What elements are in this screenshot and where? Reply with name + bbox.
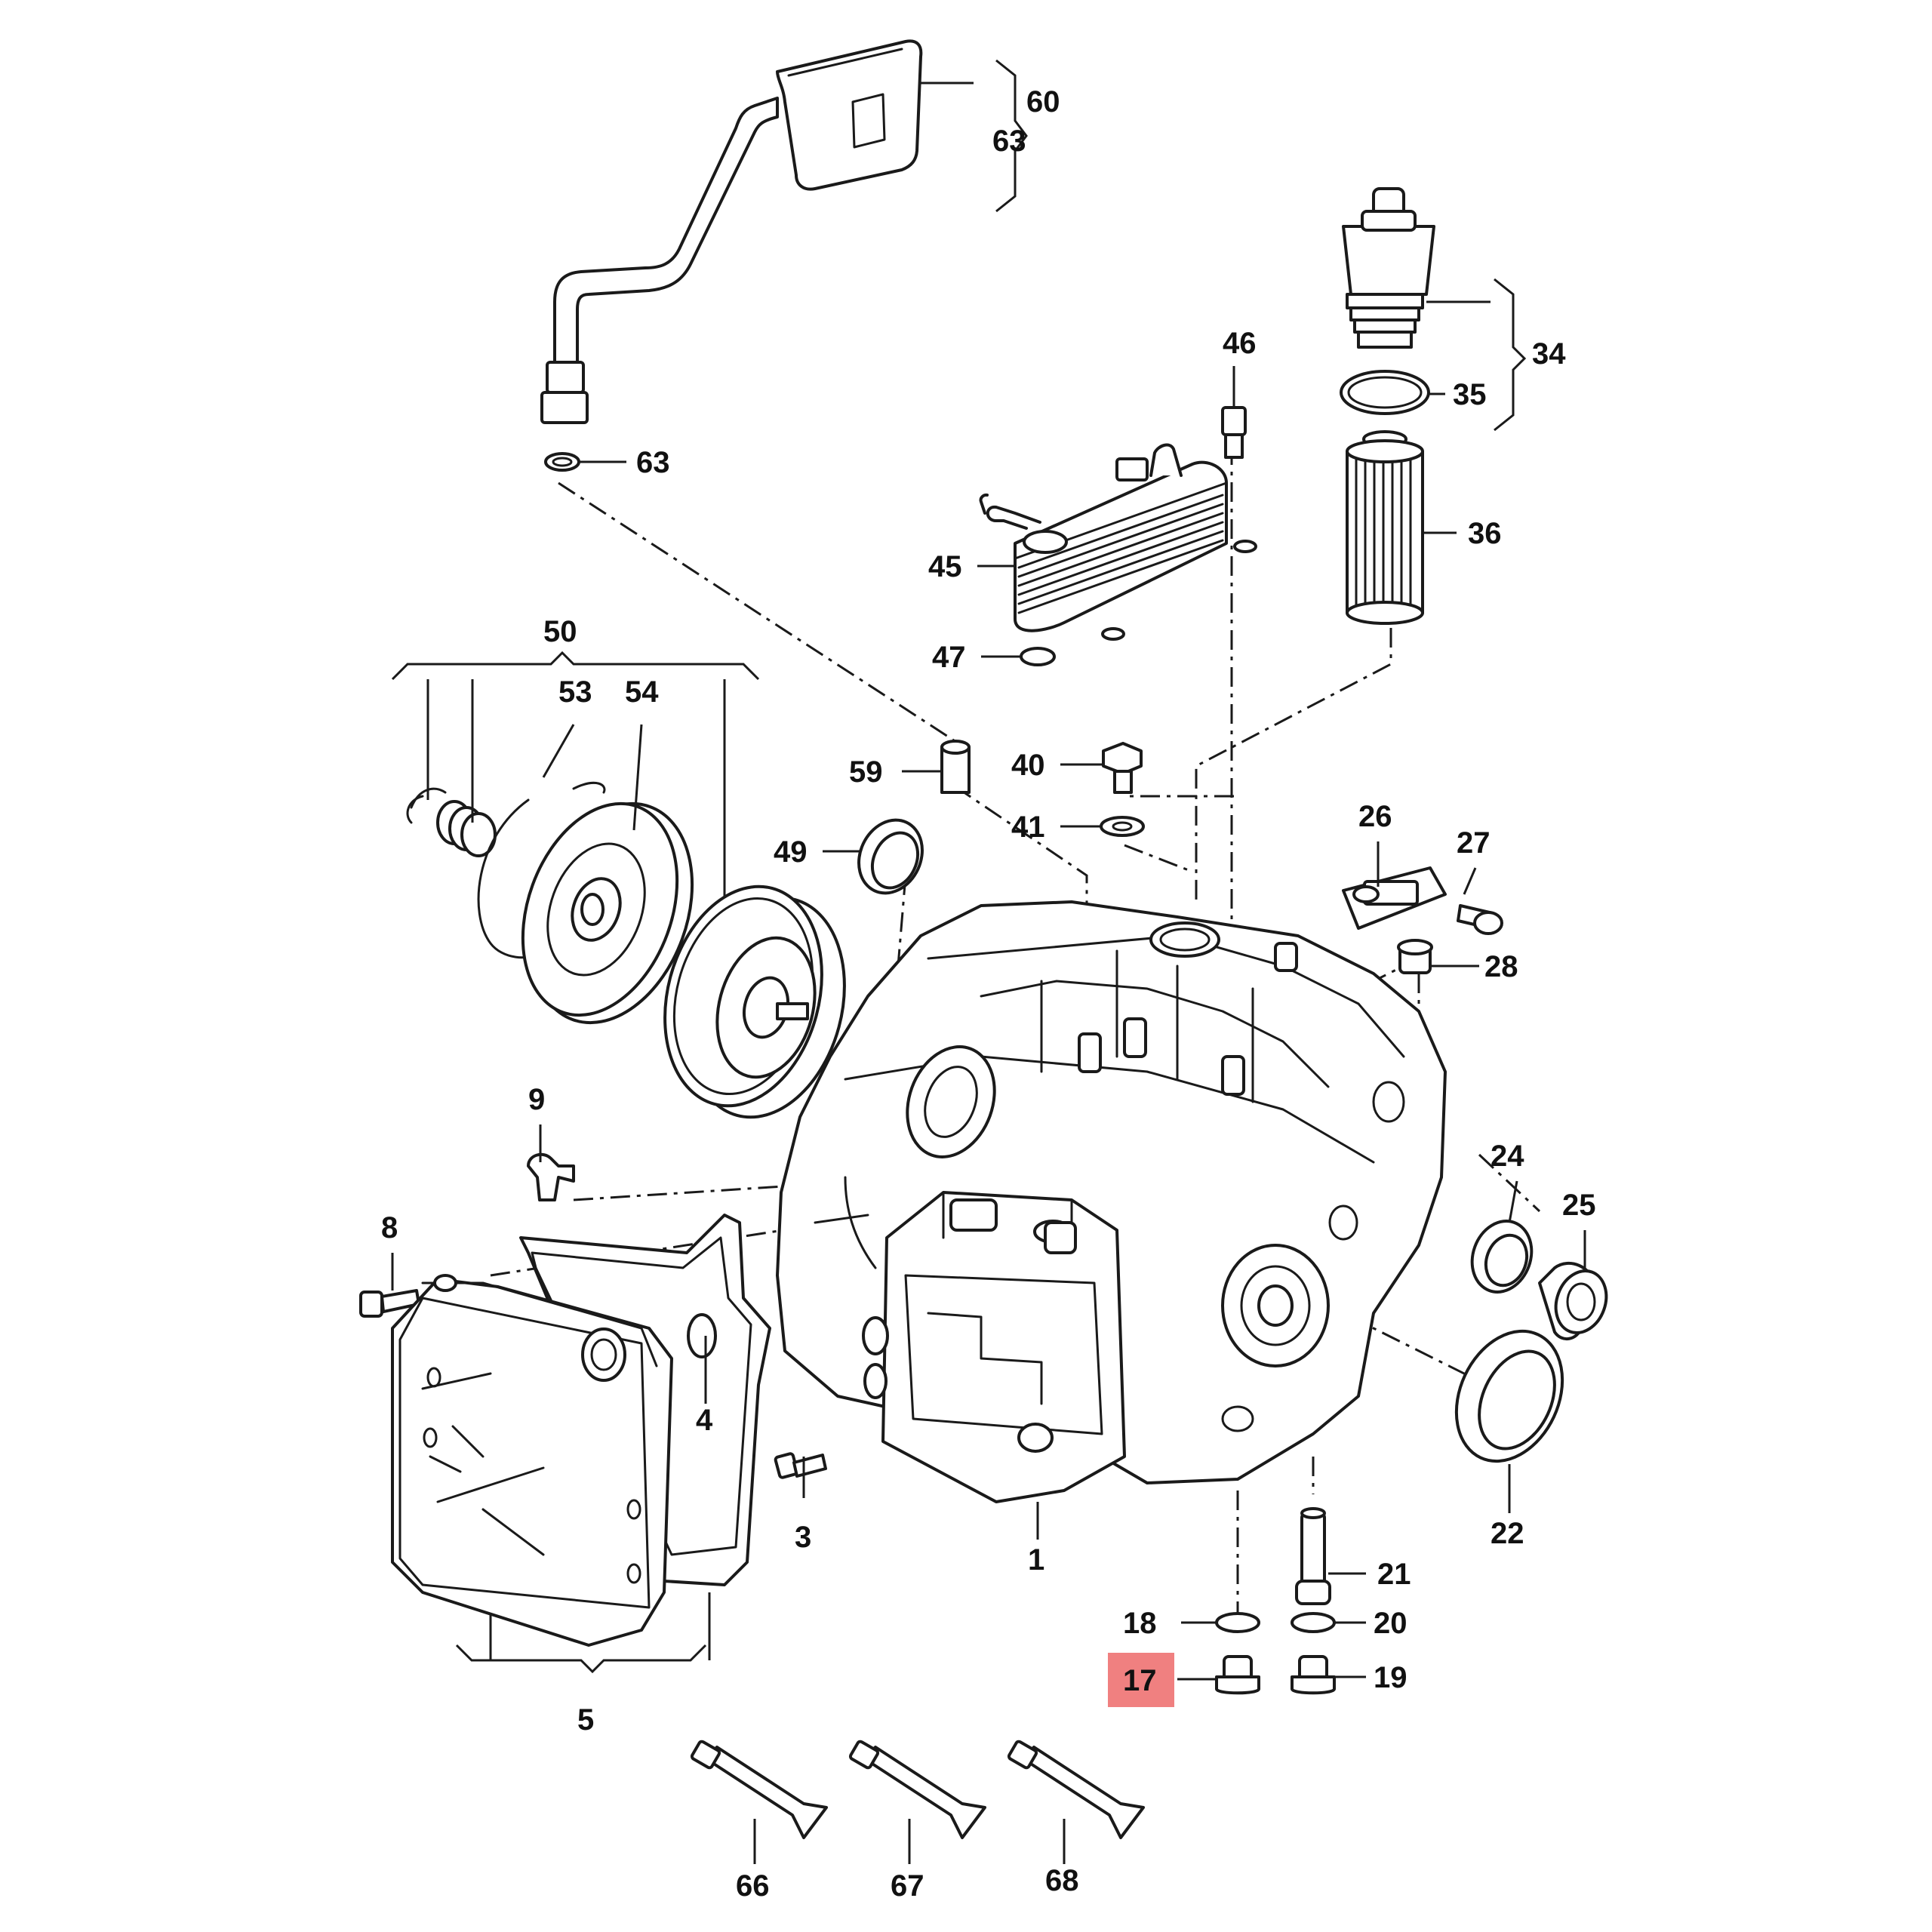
- callout-26: 26: [1358, 800, 1392, 833]
- washer-41: [1100, 816, 1145, 837]
- bolt-46: [1221, 406, 1247, 459]
- callout-labels: 63 60 63 46 34 35 36 45 47 50 53 54 59 4…: [381, 85, 1596, 1903]
- flange-25: [1538, 1262, 1608, 1340]
- callout-20: 20: [1374, 1607, 1407, 1640]
- sleeve-59: [940, 740, 971, 794]
- seal-49: [857, 818, 924, 895]
- callout-24: 24: [1491, 1140, 1524, 1173]
- bolt-8: [359, 1289, 420, 1318]
- oil-pan-assembly: [391, 1214, 771, 1647]
- seal-22: [1454, 1329, 1564, 1463]
- callout-67: 67: [891, 1869, 924, 1903]
- sensor-26: [1342, 866, 1447, 930]
- callout-5: 5: [577, 1703, 594, 1737]
- callout-50: 50: [543, 615, 577, 648]
- callout-63-seal: 63: [636, 446, 670, 479]
- bolt-40: [1102, 742, 1143, 794]
- clip-9: [527, 1152, 575, 1201]
- bolt-3: [774, 1452, 827, 1479]
- callout-46: 46: [1223, 327, 1257, 360]
- callout-66: 66: [736, 1869, 770, 1903]
- callout-27: 27: [1457, 826, 1491, 860]
- callout-4: 4: [696, 1404, 713, 1437]
- callout-3: 3: [795, 1521, 811, 1554]
- callout-40: 40: [1011, 749, 1045, 782]
- plug-28: [1397, 939, 1433, 974]
- callout-21: 21: [1377, 1558, 1411, 1591]
- callout-63-dipstick: 63: [992, 125, 1026, 158]
- plug-19: [1291, 1655, 1336, 1695]
- dipstick-assembly: [540, 39, 923, 472]
- callout-41: 41: [1011, 811, 1045, 844]
- callout-17-highlighted: 17: [1123, 1664, 1157, 1697]
- tube-66: [690, 1740, 828, 1839]
- callout-36: 36: [1468, 517, 1502, 550]
- bolt-27: [1457, 904, 1503, 935]
- filter-assembly: [1340, 187, 1435, 625]
- callout-8: 8: [381, 1211, 398, 1244]
- callout-35: 35: [1453, 378, 1487, 411]
- mechatronic-unit: [862, 1191, 1126, 1503]
- callout-59: 59: [849, 755, 883, 789]
- callout-19: 19: [1374, 1661, 1407, 1694]
- callout-60: 60: [1026, 85, 1060, 118]
- callout-1: 1: [1028, 1543, 1044, 1577]
- pipe-21: [1295, 1507, 1331, 1605]
- callout-34: 34: [1532, 337, 1566, 371]
- seal-ring-47: [1020, 647, 1056, 666]
- fluid-cooler: [979, 443, 1257, 641]
- callout-53: 53: [558, 675, 592, 709]
- callout-25: 25: [1562, 1189, 1596, 1222]
- callout-54: 54: [625, 675, 659, 709]
- seal-20: [1291, 1612, 1336, 1633]
- callout-22: 22: [1491, 1517, 1524, 1550]
- tube-67: [848, 1740, 986, 1839]
- callout-68: 68: [1045, 1864, 1079, 1897]
- clutch-assembly: [406, 781, 846, 1119]
- leader-lines: [391, 82, 1586, 1864]
- callout-18: 18: [1123, 1607, 1157, 1640]
- group-brackets: [391, 59, 1527, 1674]
- callout-45: 45: [928, 550, 962, 583]
- tube-68: [1007, 1740, 1145, 1839]
- seal-24: [1470, 1220, 1534, 1294]
- seal-18: [1215, 1612, 1260, 1633]
- highlight-box: [1108, 1653, 1174, 1707]
- plug-17: [1215, 1655, 1260, 1695]
- callout-47: 47: [932, 641, 966, 674]
- callout-28: 28: [1484, 950, 1518, 983]
- callout-9: 9: [528, 1083, 545, 1116]
- callout-49: 49: [774, 835, 808, 869]
